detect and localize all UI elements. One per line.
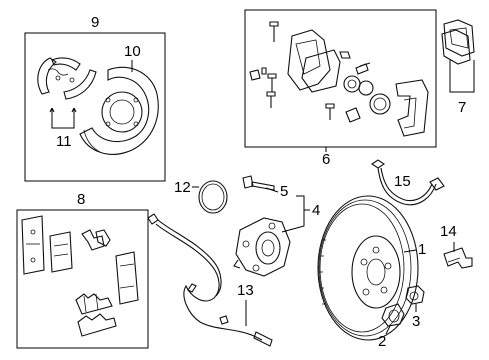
group-box-9 <box>24 32 166 182</box>
callout-2: 2 <box>378 333 386 350</box>
callout-7: 7 <box>458 99 466 116</box>
callout-14: 14 <box>440 223 457 240</box>
leader-11 <box>49 107 77 129</box>
brake-shoe-set <box>37 57 97 100</box>
callout-6: 6 <box>322 151 330 168</box>
brake-rotor <box>317 195 419 341</box>
brake-hose <box>371 159 445 206</box>
hub-nut <box>405 285 425 305</box>
callout-15: 15 <box>394 173 411 190</box>
brake-pads <box>441 19 475 65</box>
abs-sensor <box>147 213 273 347</box>
hub-assembly <box>233 217 291 277</box>
leader-2 <box>385 325 391 335</box>
backing-plate <box>79 66 159 155</box>
callout-13: 13 <box>237 282 254 299</box>
leader-7 <box>449 60 475 93</box>
dust-cap <box>381 303 405 327</box>
callout-1: 1 <box>418 241 426 258</box>
group-box-6 <box>244 9 437 148</box>
dust-seal <box>198 180 228 214</box>
leader-1 <box>403 249 417 253</box>
leader-5 <box>265 187 279 193</box>
callout-10: 10 <box>124 43 141 60</box>
callout-5: 5 <box>280 183 288 200</box>
callout-4: 4 <box>312 202 320 219</box>
callout-11: 11 <box>56 133 72 150</box>
callout-8: 8 <box>77 191 85 208</box>
leader-4 <box>281 195 310 233</box>
callout-12: 12 <box>174 179 191 196</box>
pad-hardware-kit <box>21 215 139 337</box>
callout-3: 3 <box>412 313 420 330</box>
group-box-8 <box>16 209 149 349</box>
hose-bracket <box>443 247 473 269</box>
hub-bolt <box>242 175 275 191</box>
caliper-parts <box>249 21 429 137</box>
callout-9: 9 <box>91 14 99 31</box>
